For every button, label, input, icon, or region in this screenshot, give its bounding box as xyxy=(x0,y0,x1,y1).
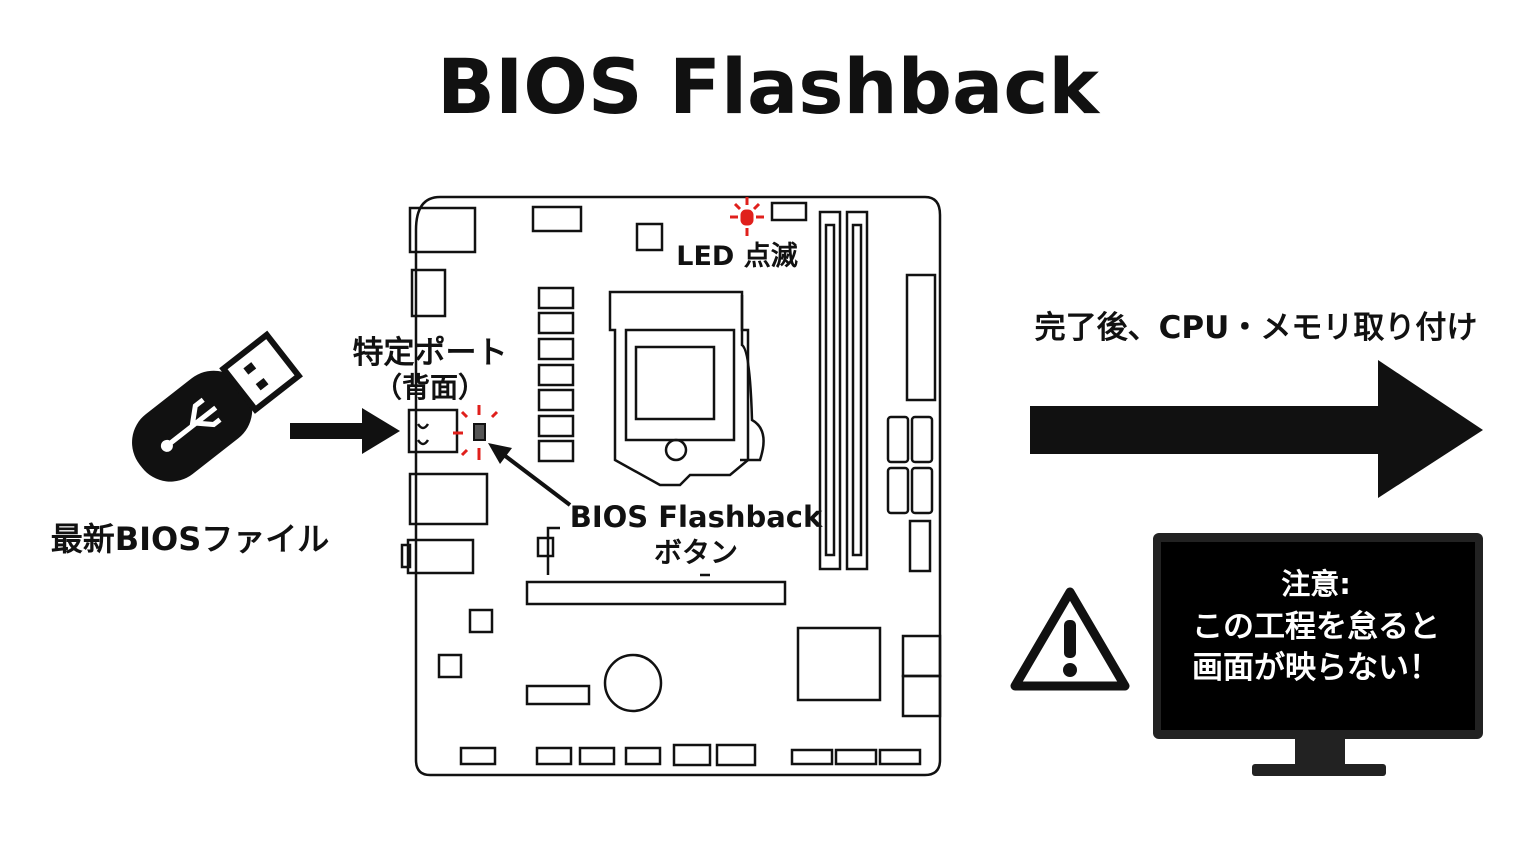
big-arrow-right-icon xyxy=(1030,360,1483,498)
motherboard-icon xyxy=(400,195,942,777)
button-label-line1: BIOS Flashback xyxy=(570,500,823,534)
pointer-arrow-icon xyxy=(488,443,572,507)
flashback-button-icon xyxy=(453,405,499,460)
led-label: LED 点滅 xyxy=(676,241,797,272)
warning-triangle-icon xyxy=(1010,587,1130,691)
monitor-icon xyxy=(1153,533,1483,776)
usb-label: 最新BIOSファイル xyxy=(51,520,330,558)
led-blink-icon xyxy=(730,197,764,236)
port-label-line1: 特定ポート xyxy=(353,335,508,371)
warning-line2: この工程を怠ると xyxy=(1192,609,1440,645)
arrow-right-icon xyxy=(290,408,400,454)
title: BIOS Flashback xyxy=(437,42,1100,131)
after-label: 完了後、CPU・メモリ取り付け xyxy=(1035,310,1478,346)
button-label-line2: ボタン xyxy=(654,536,738,569)
warning-line1: 注意: xyxy=(1281,567,1351,601)
port-label-line2: （背面） xyxy=(374,371,486,404)
warning-line3: 画面が映らない！ xyxy=(1192,650,1440,686)
usb-port xyxy=(407,408,459,454)
usb-drive-icon xyxy=(132,330,303,482)
